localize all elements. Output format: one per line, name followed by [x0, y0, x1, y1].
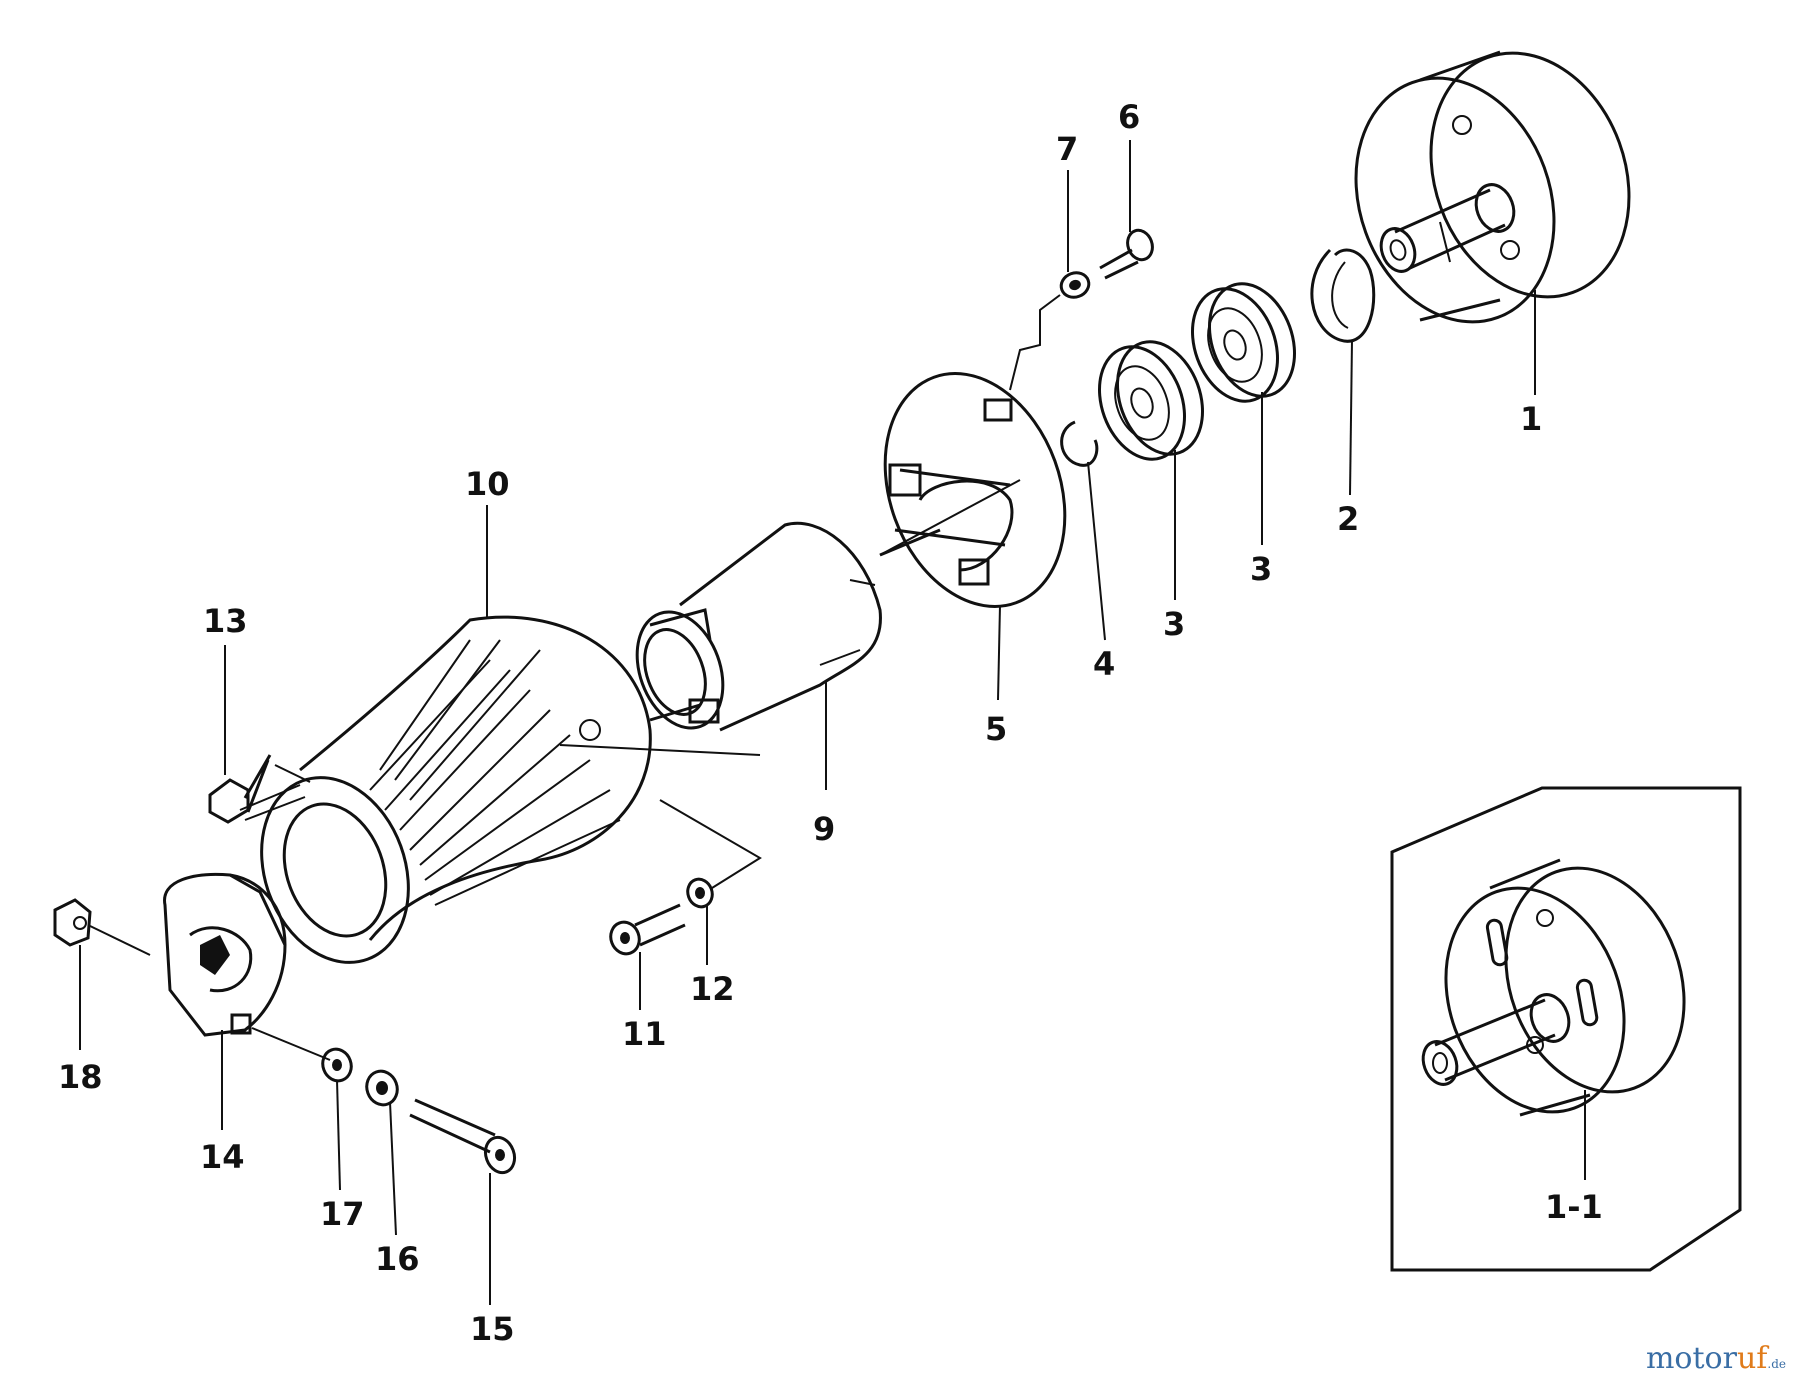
- label-part-15: 15: [470, 1310, 515, 1348]
- part-5-clutch-plate: [879, 372, 1067, 701]
- label-part-14: 14: [200, 1138, 245, 1176]
- label-part-7: 7: [1056, 130, 1078, 168]
- part-14-bracket: [163, 872, 331, 1130]
- part-18-clip: [53, 898, 151, 1050]
- watermark-part-1: motor: [1645, 1341, 1737, 1376]
- part-3-bearing-left: [1097, 340, 1205, 600]
- label-part-4: 4: [1093, 645, 1115, 683]
- part-7-nut: [1009, 170, 1091, 391]
- label-part-1-1: 1-1: [1545, 1188, 1603, 1226]
- label-part-10: 10: [465, 465, 510, 503]
- label-part-12: 12: [690, 970, 735, 1008]
- label-part-16: 16: [375, 1240, 420, 1278]
- part-4-circlip: [1060, 420, 1106, 641]
- label-part-6: 6: [1118, 98, 1140, 136]
- part-17-washer: [321, 1047, 353, 1191]
- label-part-9: 9: [813, 810, 835, 848]
- part-9-clutch-carrier: [635, 521, 882, 790]
- label-part-5: 5: [985, 710, 1007, 748]
- part-10-gear-cover: [260, 505, 761, 964]
- label-part-3-left: 3: [1163, 605, 1185, 643]
- label-part-13: 13: [203, 602, 248, 640]
- part-13-bolt: [208, 645, 311, 824]
- label-part-11: 11: [622, 1015, 667, 1053]
- part-2-snap-ring: [1310, 248, 1376, 496]
- watermark-part-2: uf: [1736, 1341, 1768, 1376]
- part-6-bolt: [1099, 140, 1154, 280]
- part-1-clutch-drum: [1354, 50, 1631, 395]
- part-11-bolt: [609, 903, 686, 1010]
- part-12-washer: [659, 799, 762, 965]
- label-part-2: 2: [1337, 500, 1359, 538]
- part-15-long-bolt: [409, 1098, 517, 1305]
- part-16-lock-washer: [365, 1069, 399, 1236]
- label-part-18: 18: [58, 1058, 103, 1096]
- watermark-part-3: .de: [1767, 1357, 1786, 1371]
- label-part-1: 1: [1520, 400, 1542, 438]
- part-3-bearing-right: [1190, 282, 1297, 545]
- watermark-logo: motoruf.de: [1646, 1341, 1786, 1376]
- label-part-3-right: 3: [1250, 550, 1272, 588]
- label-part-17: 17: [320, 1195, 365, 1233]
- inset-part-1-1: [1390, 786, 1742, 1272]
